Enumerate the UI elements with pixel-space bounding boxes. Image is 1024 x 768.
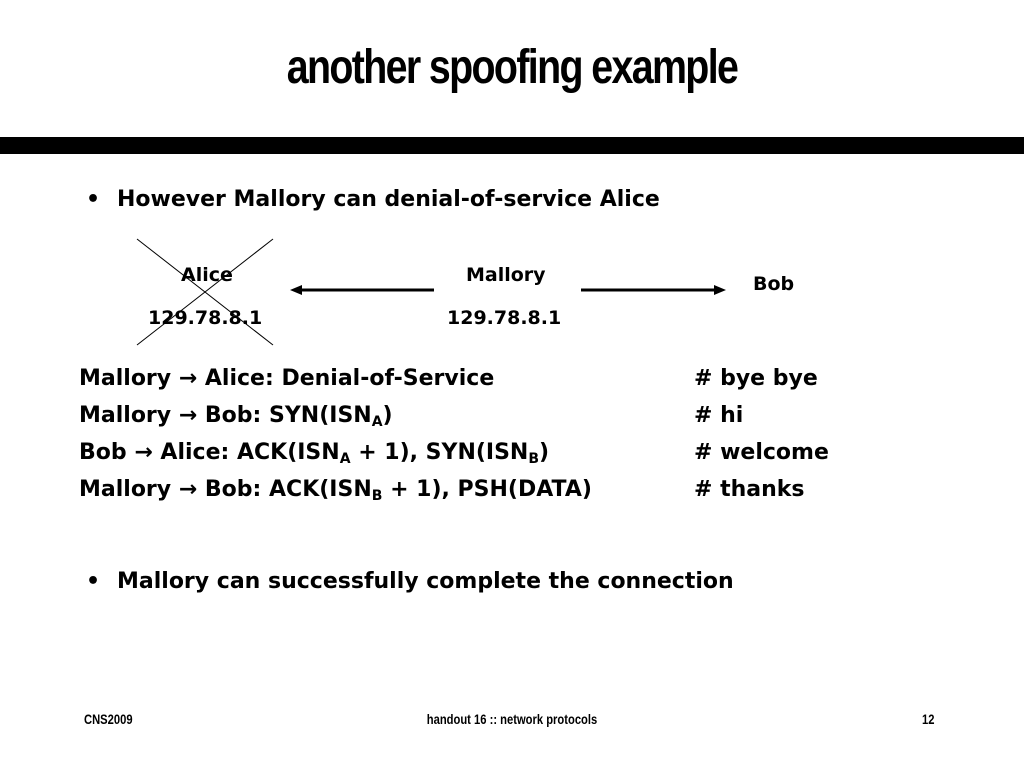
arrow-icon: → [178,403,198,428]
footer-course: CNS2009 [84,711,133,727]
msg-receiver: Bob [204,477,253,502]
alice-label: Alice [181,264,233,286]
mallory-ip: 129.78.8.1 [447,307,562,329]
bullet-dot: • [86,187,101,212]
bob-label: Bob [753,273,795,295]
msg-receiver: Alice [160,440,221,465]
msg-content: ACK(ISNA + 1), SYN(ISNB) [236,440,550,467]
arrow-icon: → [134,440,153,465]
msg-sender: Mallory [79,477,172,502]
footer-handout: handout 16 :: network protocols [426,711,598,727]
arrow-to-bob [581,285,726,295]
message-comment-4: # thanks [694,477,805,502]
title-divider [0,137,1024,154]
mallory-label: Mallory [466,264,546,286]
message-line-2: Mallory → Bob: SYN(ISNA) [79,403,393,430]
footer-page-number: 12 [922,711,935,727]
msg-sender: Mallory [79,403,172,428]
arrow-icon: → [178,477,198,502]
msg-content: SYN(ISNA) [269,403,393,430]
msg-receiver: Alice [204,366,265,391]
alice-ip: 129.78.8.1 [148,307,263,329]
bullet-text: However Mallory can denial-of-service Al… [117,187,660,212]
message-comment-2: # hi [694,403,744,428]
arrow-to-alice [290,285,434,295]
arrow-icon: → [178,366,198,391]
message-comment-1: # bye bye [694,366,818,391]
message-line-1: Mallory → Alice: Denial-of-Service [79,366,495,391]
msg-content: ACK(ISNB + 1), PSH(DATA) [269,477,592,504]
message-line-3: Bob → Alice: ACK(ISNA + 1), SYN(ISNB) [79,440,550,467]
bullet-text: Mallory can successfully complete the co… [117,569,734,594]
bullet-dot: • [86,569,101,594]
slide-title: another spoofing example [286,41,739,94]
msg-content: Denial-of-Service [281,366,495,391]
msg-receiver: Bob [204,403,253,428]
msg-sender: Mallory [79,366,172,391]
alice-cross-mark [136,238,274,346]
message-line-4: Mallory → Bob: ACK(ISNB + 1), PSH(DATA) [79,477,592,504]
msg-sender: Bob [79,440,127,465]
message-comment-3: # welcome [694,440,829,465]
